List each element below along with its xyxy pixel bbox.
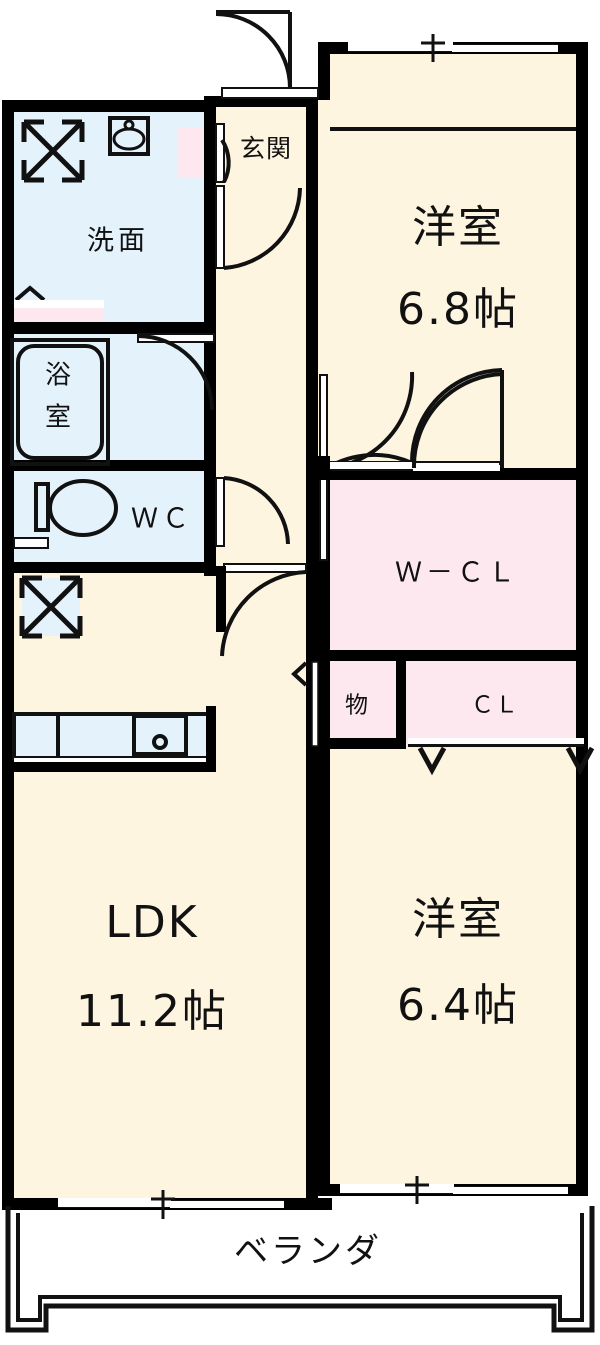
wall-wcl-south: [318, 650, 588, 661]
label-yoshitsu-top-size: 6.8帖: [397, 284, 519, 335]
label-ldk-size: 11.2帖: [76, 986, 228, 1037]
entrance-door[interactable]: [215, 10, 319, 99]
wall-mono-cl-divider: [396, 660, 406, 748]
wall-stub-bedroom-sw: [318, 456, 330, 480]
wall-west-lower: [2, 562, 14, 1210]
label-w-cl: Ｗ－ＣＬ: [395, 558, 519, 589]
washing-machine-symbol-ldk: [19, 575, 83, 639]
wall-mono-south: [318, 738, 406, 749]
wall-stub-bedroom-se: [500, 468, 588, 480]
mono-door[interactable]: [311, 661, 319, 747]
window-ldk[interactable]: [58, 1190, 284, 1219]
wall-wet-east: [204, 176, 216, 576]
label-cl: ＣＬ: [471, 693, 519, 719]
window-bottom-bedroom[interactable]: [340, 1176, 568, 1204]
label-yoshitsu-bottom-name: 洋室: [412, 894, 504, 945]
hall-arrow-marker: [19, 575, 42, 598]
label-mono: 物: [345, 693, 369, 719]
room-fill-mono: [318, 660, 404, 748]
room-fill-yoshitsu-top: [318, 42, 588, 480]
wall-bath-south: [14, 460, 216, 471]
room-fill-ldk: [14, 572, 318, 1204]
room-fill-genkan-hall: [215, 100, 318, 580]
wall-bath-north: [14, 322, 216, 334]
label-senmen: 洗面: [87, 226, 149, 257]
ldk-door[interactable]: [216, 563, 307, 657]
label-yokushitsu-1: 浴: [45, 361, 71, 391]
detail-top-bedroom-soffit: [330, 127, 576, 131]
sliding-door-indicator[interactable]: [291, 661, 308, 687]
washing-machine-symbol: [21, 119, 85, 183]
wall-east-outer: [576, 42, 588, 1196]
label-genkan: 玄関: [240, 134, 292, 163]
toilet-door[interactable]: [215, 476, 290, 547]
wall-bottom-bedroom-west: [318, 748, 330, 1196]
label-yoshitsu-bottom-size: 6.4帖: [397, 980, 519, 1031]
label-yokushitsu-2: 室: [45, 403, 71, 433]
label-veranda: ベランダ: [234, 1232, 382, 1272]
label-wc: ＷＣ: [131, 504, 193, 535]
label-yoshitsu-top-name: 洋室: [412, 202, 504, 253]
hall-door-genkan[interactable]: [215, 123, 231, 183]
wall-bedroom-west-upper: [318, 42, 330, 100]
wall-senmen-north: [14, 100, 216, 112]
wall-hall-east-upper: [306, 100, 318, 468]
washroom-door[interactable]: [215, 185, 302, 270]
wall-west-upper: [2, 100, 14, 575]
kitchen-counter: [12, 706, 216, 772]
toilet-bowl: [13, 479, 118, 549]
label-ldk-name: LDK: [105, 897, 198, 948]
bathroom-door[interactable]: [137, 333, 215, 411]
wall-wc-south: [14, 562, 216, 573]
bathtub: [10, 338, 110, 466]
bath-entry-chevron: [14, 285, 104, 308]
top-bedroom-doors[interactable]: [319, 371, 504, 470]
room-fill-cl: [404, 660, 588, 748]
room-fill-yoshitsu-bottom: [318, 748, 588, 1196]
wash-basin: [108, 116, 150, 156]
wall-genkan-west-upper: [204, 96, 216, 186]
veranda-outline: [5, 1206, 595, 1333]
room-fill-w-cl: [318, 480, 588, 660]
wall-mono-west: [318, 660, 330, 748]
closet-folding-doors[interactable]: [408, 738, 595, 776]
wall-genkan-north: [215, 96, 318, 107]
window-top-bedroom[interactable]: [348, 34, 558, 62]
